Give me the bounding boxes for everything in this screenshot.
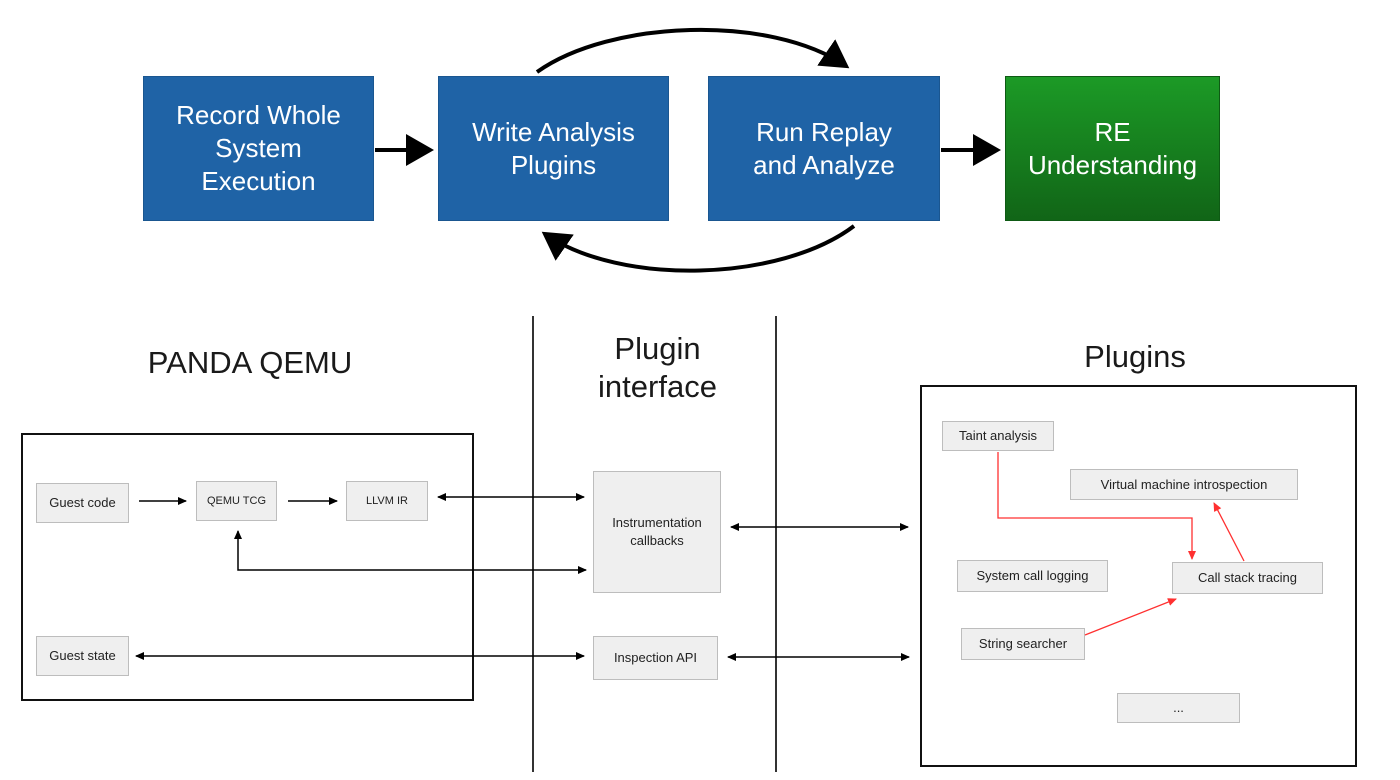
write-plugins-step: Write Analysis Plugins [438,76,669,221]
plugins-title: Plugins [1084,339,1186,374]
inspection-api-node: Inspection API [593,636,718,680]
replay-to-write-loop-arrow [541,224,856,273]
write-to-replay-loop-arrow [535,27,850,74]
system-call-logging-node: System call logging [957,560,1108,592]
tcg-to-instrumentation-arrow [234,530,587,574]
qemu-tcg-node: QEMU TCG [196,481,277,521]
call-stack-tracing-node: Call stack tracing [1172,562,1323,594]
instrumentation-callbacks-node: Instrumentation callbacks [593,471,721,593]
vm-introspection-node: Virtual machine introspection [1070,469,1298,500]
guest-state-node: Guest state [36,636,129,676]
guest-code-node: Guest code [36,483,129,523]
taint-to-callstack-arrow [997,452,1196,560]
record-execution-step: Record Whole System Execution [143,76,374,221]
string-searcher-node: String searcher [961,628,1085,660]
string-searcher-to-callstack-arrow [1084,598,1177,636]
more-plugins-node: ... [1117,693,1240,723]
panda-qemu-title: PANDA QEMU [147,345,353,380]
taint-analysis-node: Taint analysis [942,421,1054,451]
callstack-to-vmi-arrow [1213,502,1245,562]
re-understanding-step: RE Understanding [1005,76,1220,221]
plugin-interface-title: Plugin interface [598,331,717,404]
llvm-ir-node: LLVM IR [346,481,428,521]
run-replay-step: Run Replay and Analyze [708,76,940,221]
